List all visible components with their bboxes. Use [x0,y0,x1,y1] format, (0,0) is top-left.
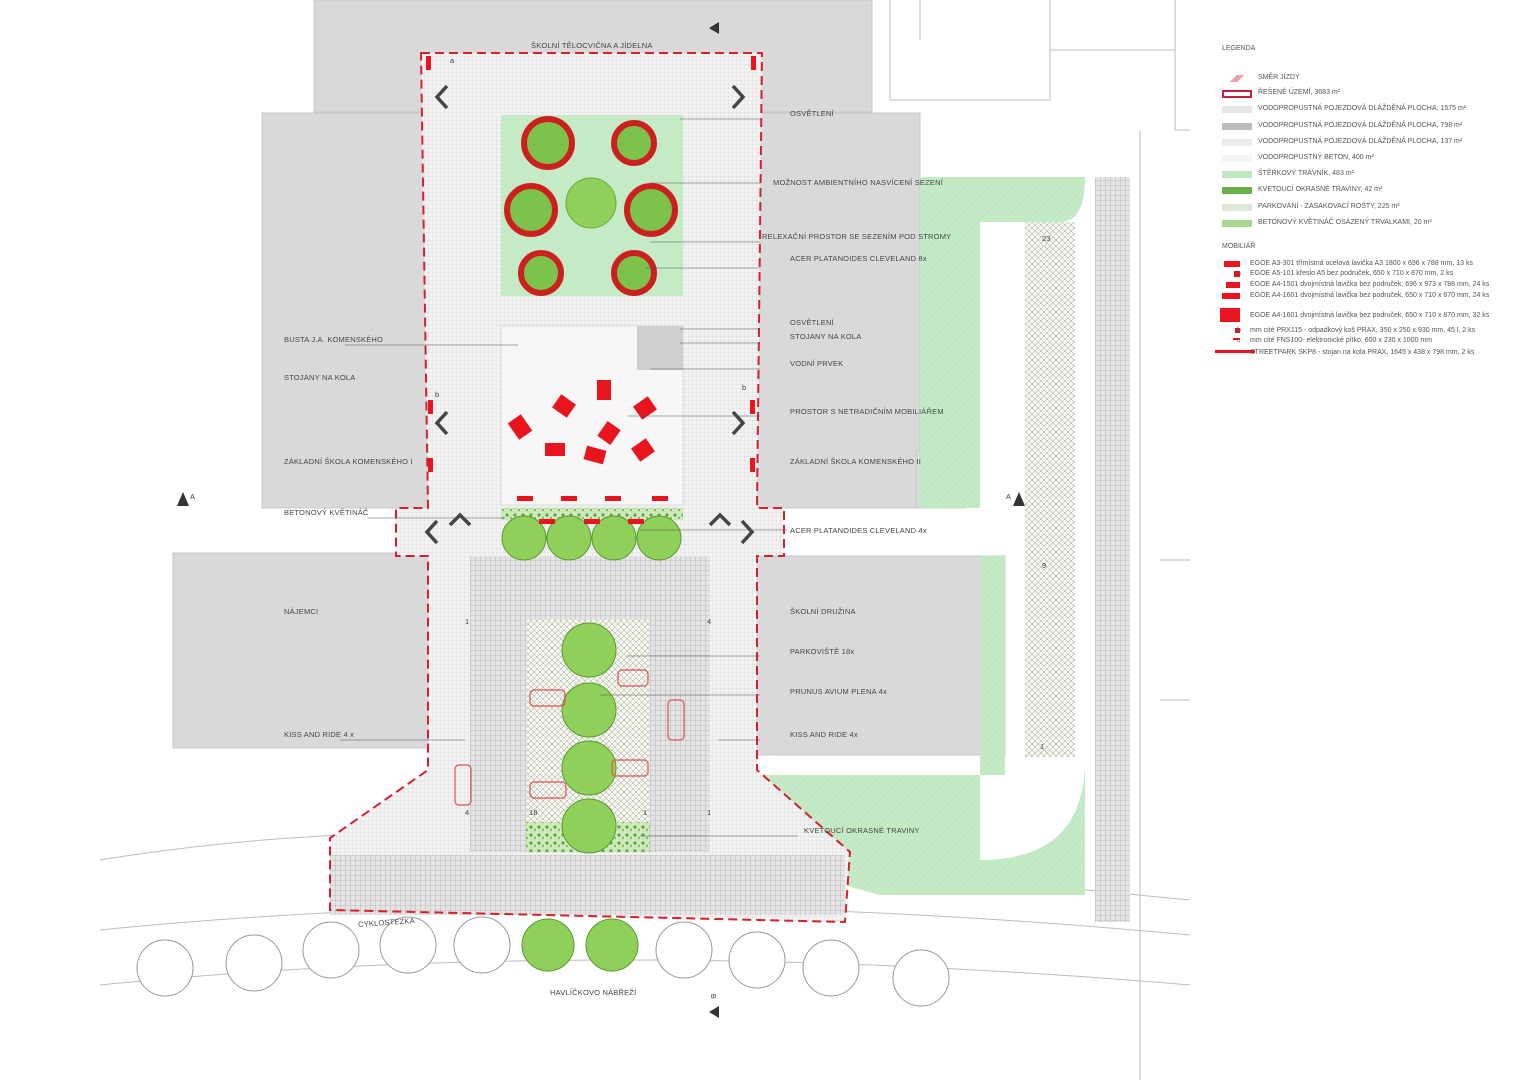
label-tenants: NÁJEMCI [284,607,319,616]
label-acer-8: ACER PLATANOIDES CLEVELAND 8x [790,254,927,263]
furniture-tag: a [1237,270,1241,277]
legend-swatch [1222,90,1252,98]
legend-swatch [1222,171,1252,178]
legend-label: VODOPROPUSTNÁ POJEZDOVÁ DLÁŽDĚNÁ PLOCHA,… [1258,105,1467,112]
label-bike-left: STOJANY NA KOLA [284,373,356,382]
section-markers [177,22,1025,1018]
furniture-tag: c [1237,337,1241,344]
furniture-label: STREETPARK SKP8 - stojan na kola PRAX, 1… [1250,349,1475,356]
water-feature [637,326,683,370]
furniture-title: MOBILIÁŘ [1222,243,1256,250]
label-prunus: PRUNUS AVIUM PLENA 4x [790,687,888,696]
legend-swatch [1222,75,1252,82]
legend-label: ŘEŠENÉ ÚZEMÍ, 3683 m² [1258,89,1341,96]
legend-label: ŠTĚRKOVÝ TRÁVNÍK, 483 m² [1258,170,1354,177]
num: 1 [707,808,712,817]
section-b-top: B [709,25,719,32]
num: 1 [1040,742,1045,751]
furniture-symbol [1235,328,1240,333]
label-planter: BETONOVÝ KVĚTINÁČ [284,508,369,517]
legend-swatch [1222,220,1252,227]
tag: b [435,390,440,399]
furniture-label: mm cité FNS100- elektronické pítko, 600 … [1250,337,1433,344]
label-school-gym: ŠKOLNÍ TĚLOCVIČNA A JÍDELNA [531,41,653,50]
benches [426,56,756,524]
legend-swatch [1222,204,1252,211]
trees-green [501,515,682,972]
label-acer-4: ACER PLATANOIDES CLEVELAND 4x [790,526,927,535]
label-lighting: OSVĚTLENÍ [790,109,834,118]
furniture-symbol [1222,293,1240,299]
furniture-symbol [1215,350,1255,353]
label-ambient-light: MOŽNOST AMBIENTNÍHO NASVÍCENÍ SEZENÍ [773,178,943,187]
label-street: HAVLÍČKOVO NÁBŘEŽÍ [550,988,637,997]
furniture-symbol [1233,338,1240,340]
section-b-bottom: B [709,993,719,1000]
road-strip [1095,177,1130,922]
buildings [172,0,1006,756]
label-bike-right: STOJANY NA KOLA [790,332,862,341]
num: 18 [529,808,538,817]
furniture-label: EGOE A4-1601 dvojmístná lavička bez podr… [1250,292,1490,299]
num: 9 [1042,561,1047,570]
gravel-lawn [757,177,1085,895]
furniture-symbol [1224,261,1240,267]
label-lighting-2: OSVĚTLENÍ [790,318,834,327]
legend-title: LEGENDA [1222,45,1256,52]
num: 1 [643,808,648,817]
legend-label: VODOPROPUSTNÝ BETON, 400 m² [1258,154,1374,161]
num: 4 [465,808,470,817]
furniture-symbol [1234,271,1240,277]
furniture-label: mm cité PRX115 - odpadkový koš PRAX, 350… [1250,327,1476,334]
leader-lines [340,118,798,837]
tag: a [450,56,455,65]
legend-label: PARKOVÁNÍ - ZASAKOVACÍ ROŠTY, 225 m² [1258,203,1400,210]
furniture-label: EGOE A4-1601 dvojmístná lavička bez podr… [1250,312,1490,319]
furniture-label: EGOE A4-1501 dvojmístná lavička bez podr… [1250,281,1490,288]
direction-chevrons [424,84,755,545]
legend-label: BETONOVÝ KVĚTINÁČ OSÁZENÝ TRVALKAMI, 20 … [1258,219,1432,226]
furniture-symbol [1226,282,1240,288]
trees-red-ring [504,116,678,296]
tag: b [742,383,747,392]
furniture-label: EGOE A3-301 třímístná ocelová lavička A3… [1250,260,1473,267]
planter-row [501,508,683,520]
section-a-right: A [1006,492,1012,501]
label-relax: RELEXAČNÍ PROSTOR SE SEZENÍM POD STROMY [762,232,952,241]
legend-label: VODOPROPUSTNÁ POJEZDOVÁ DLÁŽDĚNÁ PLOCHA,… [1258,138,1463,145]
furniture-label: EGOE A5-101 křeslo A5 bez područek, 650 … [1250,270,1454,277]
label-furniture-space: PROSTOR S NETRADIČNÍM MOBILIÁŘEM [790,407,944,416]
legend-label: VODOPROPUSTNÁ POJEZDOVÁ DLÁŽDĚNÁ PLOCHA,… [1258,122,1463,129]
cars [454,669,685,806]
num: 1 [465,617,470,626]
legend-label: KVETOUCÍ OKRASNÉ TRAVINY, 42 m² [1258,186,1383,193]
label-bust: BUSTA J.A. KOMENSKÉHO [284,335,384,344]
num: 23 [1042,234,1051,243]
label-school-1: ZÁKLADNÍ ŠKOLA KOMENSKÉHO I [284,457,413,466]
legend-swatch [1222,187,1252,194]
furniture-symbol [1220,308,1240,322]
label-grasses: KVETOUCÍ OKRASNÉ TRAVINY [804,826,920,835]
label-after-school: ŠKOLNÍ DRUŽINA [790,607,856,616]
label-kiss-left: KISS AND RIDE 4 x [284,730,355,739]
parking-strip-right [1025,222,1075,757]
legend-swatch [1222,123,1252,130]
label-school-2: ZÁKLADNÍ ŠKOLA KOMENSKÉHO II [790,457,922,466]
num: 4 [707,617,712,626]
label-parking: PARKOVIŠTĚ 18x [790,647,855,656]
site-boundary [329,52,852,924]
label-water: VODNÍ PRVEK [790,359,844,368]
furniture-tag: b [1237,327,1241,334]
legend-label: SMĚR JÍZDY [1258,74,1300,81]
legend-swatch [1222,155,1252,162]
trees-existing [136,916,950,1007]
crossing-paving [330,855,845,915]
legend-swatch [1222,106,1252,113]
legend-swatch [1222,139,1252,146]
section-a-left: A [190,492,196,501]
label-kiss-right: KISS AND RIDE 4x [790,730,858,739]
